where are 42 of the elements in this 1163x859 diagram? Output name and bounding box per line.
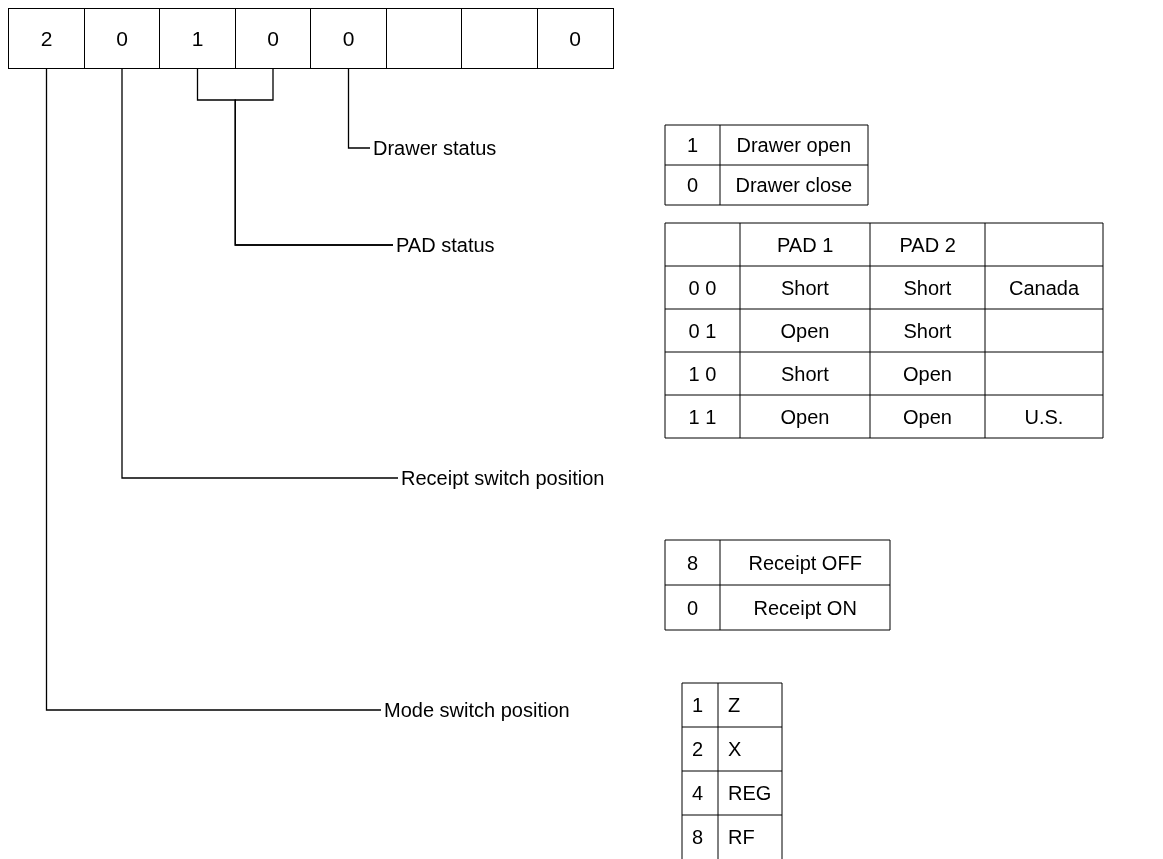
- digit-box: 0: [310, 8, 387, 69]
- meaning-text: REG: [728, 781, 772, 805]
- code-value: 1: [692, 693, 704, 717]
- digit-box: 0: [234, 8, 312, 69]
- meaning-text: RF: [728, 825, 755, 849]
- meaning-text: Open: [903, 361, 952, 386]
- meaning-text: Z: [728, 693, 741, 717]
- meaning-text: Open: [780, 318, 830, 343]
- meaning-text: U.S.: [1024, 404, 1064, 429]
- meaning-text: Receipt OFF: [748, 550, 862, 575]
- meaning-text: X: [728, 737, 742, 761]
- code-value: 0 1: [688, 318, 717, 343]
- meaning-text: Canada: [1009, 275, 1080, 300]
- code-value: 1 0: [688, 361, 717, 386]
- meaning-text: Short: [781, 275, 829, 300]
- code-value: 2: [692, 737, 704, 761]
- code-value: 4: [692, 781, 704, 805]
- code-value: 1: [687, 133, 699, 157]
- code-value: 0: [687, 173, 699, 197]
- code-value: 8: [692, 825, 704, 849]
- meaning-text: Drawer open: [736, 133, 851, 157]
- leader-line: [234, 68, 394, 246]
- digit-box: 2: [8, 8, 85, 69]
- column-header: PAD 2: [899, 232, 956, 257]
- code-value: 0 0: [688, 275, 717, 300]
- digit-box: 0: [536, 8, 614, 69]
- digit-box: 1: [159, 8, 236, 69]
- code-value: 0: [687, 595, 699, 620]
- digit-box: 0: [83, 8, 161, 69]
- meaning-text: Short: [903, 275, 952, 300]
- leader-line: [121, 68, 399, 479]
- leader-line: [45, 68, 382, 711]
- meaning-text: Short: [781, 361, 829, 386]
- leader-line: [347, 68, 371, 149]
- meaning-text: Receipt ON: [753, 595, 857, 620]
- code-value: 8: [687, 550, 699, 575]
- meaning-text: Short: [903, 318, 952, 343]
- meaning-text: Open: [903, 404, 952, 429]
- code-value: 1 1: [688, 404, 717, 429]
- meaning-text: Drawer close: [735, 173, 853, 197]
- meaning-text: Open: [780, 404, 830, 429]
- column-header: PAD 1: [777, 232, 834, 257]
